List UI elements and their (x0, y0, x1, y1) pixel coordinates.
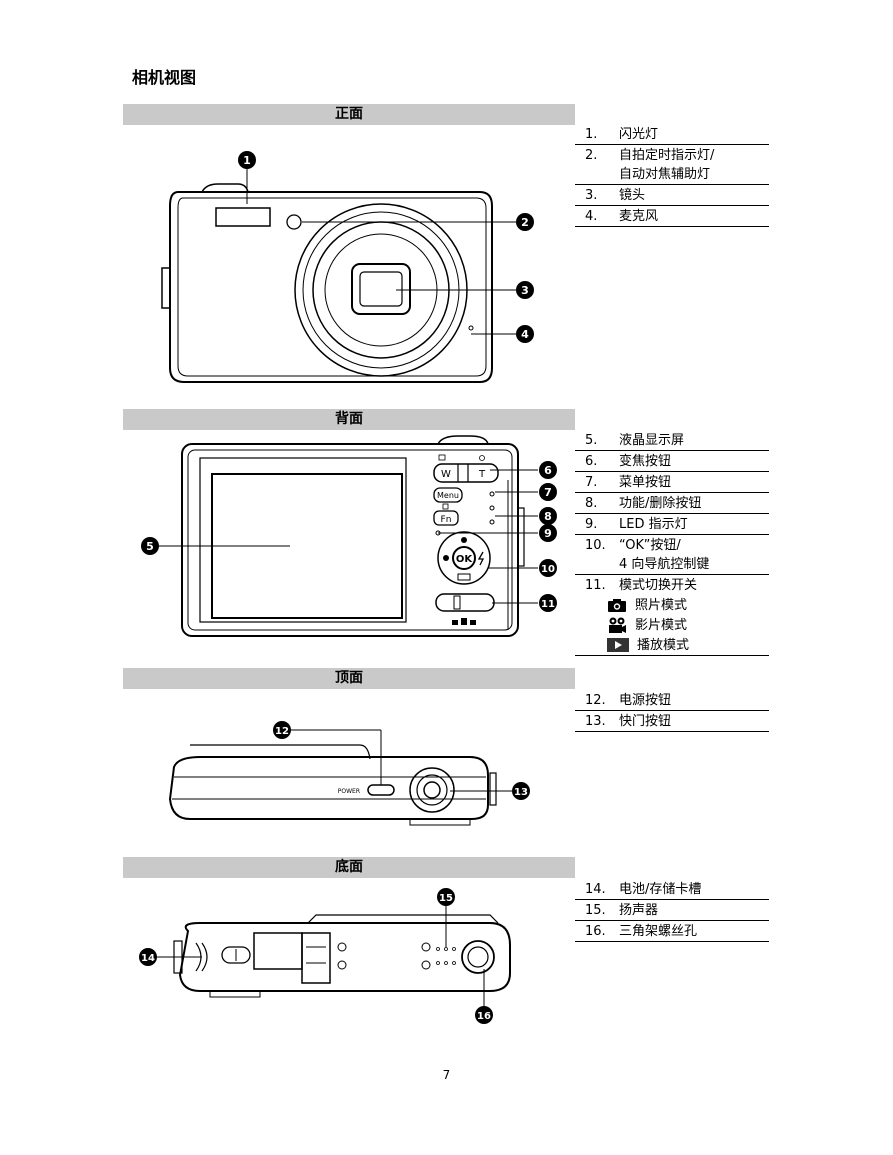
parts-list-bottom: 14.电池/存储卡槽 15.扬声器 16.三角架螺丝孔 (575, 879, 769, 942)
svg-text:1: 1 (243, 154, 251, 167)
mode-photo: 照片模式 (607, 595, 769, 615)
list-item: 16.三角架螺丝孔 (575, 921, 769, 942)
list-item: 15.扬声器 (575, 900, 769, 921)
page-title: 相机视图 (132, 68, 197, 87)
callout-8: 8 (539, 507, 557, 525)
svg-text:13: 13 (514, 787, 528, 798)
list-item: 5.液晶显示屏 (575, 430, 769, 451)
section-bar-front: 正面 (123, 104, 575, 125)
parts-list-back: 5.液晶显示屏 6.变焦按钮 7.菜单按钮 8.功能/删除按钮 9.LED 指示… (575, 430, 769, 656)
power-label: POWER (338, 788, 360, 795)
svg-text:5: 5 (146, 540, 154, 553)
svg-text:8: 8 (544, 510, 552, 523)
parts-list-front: 1.闪光灯 2.自拍定时指示灯/自动对焦辅助灯 3.镜头 4.麦克风 (575, 124, 769, 227)
list-item: 2.自拍定时指示灯/自动对焦辅助灯 (575, 145, 769, 185)
svg-text:3: 3 (521, 284, 529, 297)
callout-2: 2 (516, 213, 534, 231)
page-number: 7 (442, 1068, 451, 1082)
svg-text:10: 10 (541, 564, 555, 575)
svg-text:2: 2 (521, 216, 529, 229)
section-bar-top: 顶面 (123, 668, 575, 689)
svg-text:7: 7 (544, 486, 552, 499)
section-bar-bottom: 底面 (123, 857, 575, 878)
camera-icon (607, 598, 627, 612)
callout-11: 11 (539, 594, 557, 612)
list-item: 3.镜头 (575, 185, 769, 206)
callout-9: 9 (539, 524, 557, 542)
list-item: 12.电源按钮 (575, 690, 769, 711)
camera-top-diagram: POWER 12 13 (168, 721, 530, 826)
ok-label: OK (456, 554, 474, 565)
list-item: 13.快门按钮 (575, 711, 769, 732)
play-icon (607, 638, 629, 652)
zoom-w-label: W (441, 469, 451, 480)
list-item: 10.“OK”按钮/4 向导航控制键 (575, 535, 769, 575)
callout-12: 12 (273, 721, 291, 739)
svg-text:4: 4 (521, 328, 529, 341)
mode-playback: 播放模式 (607, 635, 769, 655)
callout-13: 13 (512, 782, 530, 800)
mode-video: 影片模式 (607, 615, 769, 635)
list-item: 1.闪光灯 (575, 124, 769, 145)
svg-text:15: 15 (439, 893, 453, 904)
camera-back-diagram: W T Menu Fn OK 5 6 7 8 9 10 11 (141, 435, 557, 637)
callout-10: 10 (539, 559, 557, 577)
callout-15: 15 (437, 888, 455, 906)
svg-text:16: 16 (477, 1011, 491, 1022)
zoom-t-label: T (478, 469, 486, 480)
list-item: 14.电池/存储卡槽 (575, 879, 769, 900)
camera-bottom-diagram: 14 15 16 (139, 888, 511, 1024)
parts-list-top: 12.电源按钮 13.快门按钮 (575, 690, 769, 732)
svg-text:11: 11 (541, 599, 555, 610)
svg-text:14: 14 (141, 953, 155, 964)
list-item: 4.麦克风 (575, 206, 769, 227)
callout-5: 5 (141, 537, 159, 555)
callout-1: 1 (238, 151, 256, 169)
callout-16: 16 (475, 1006, 493, 1024)
list-item: 11. 模式切换开关 照片模式 影片模式 播放模式 (575, 575, 769, 656)
list-item: 7.菜单按钮 (575, 472, 769, 493)
svg-text:9: 9 (544, 527, 552, 540)
callout-3: 3 (516, 281, 534, 299)
camera-front-diagram: 1 2 3 4 (161, 151, 534, 383)
svg-text:12: 12 (275, 726, 289, 737)
menu-label: Menu (437, 491, 459, 500)
fn-label: Fn (441, 515, 452, 525)
list-item: 8.功能/删除按钮 (575, 493, 769, 514)
callout-14: 14 (139, 948, 157, 966)
video-camera-icon (607, 617, 627, 633)
callout-4: 4 (516, 325, 534, 343)
list-item: 6.变焦按钮 (575, 451, 769, 472)
svg-text:6: 6 (544, 464, 552, 477)
callout-6: 6 (539, 461, 557, 479)
section-bar-back: 背面 (123, 409, 575, 430)
list-item: 9.LED 指示灯 (575, 514, 769, 535)
callout-7: 7 (539, 483, 557, 501)
